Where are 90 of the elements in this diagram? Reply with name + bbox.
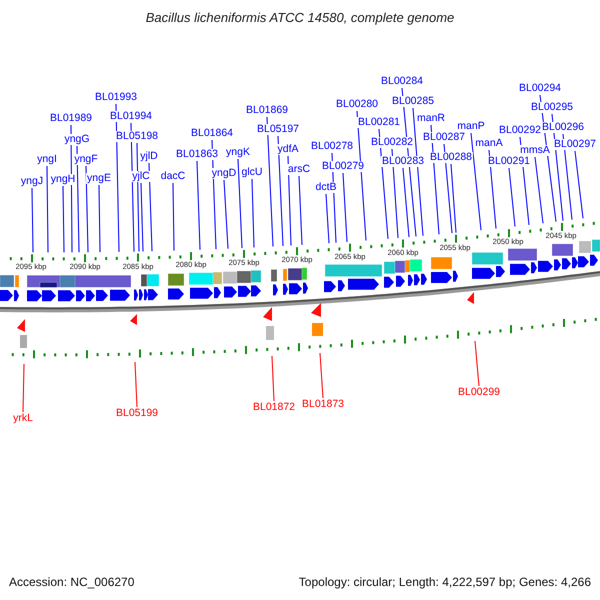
gene-label: BL01864	[190, 128, 234, 138]
leader-line	[562, 134, 572, 220]
leader-line	[252, 178, 254, 248]
leader-line	[46, 166, 48, 253]
gene-label: yngK	[225, 147, 251, 158]
gene-label: BL00294	[518, 83, 562, 94]
gene-label: BL05198	[114, 131, 160, 142]
gene-label: BL01863	[174, 149, 220, 160]
leader-line	[98, 184, 100, 253]
leader-line	[238, 158, 242, 249]
gene-label: BL05199	[114, 408, 160, 418]
gene-label: BL00284	[380, 76, 424, 86]
gene-label: glcU	[240, 167, 264, 178]
leader-line	[272, 356, 274, 402]
genome-summary-text: Topology: circular; Length: 4,222,597 bp; Genes: 4,266	[298, 576, 591, 588]
leader-line	[474, 340, 480, 386]
leader-line	[392, 148, 398, 238]
leader-line	[172, 182, 174, 252]
gene-label: manP	[456, 121, 486, 132]
leader-line	[76, 146, 80, 253]
leader-line	[332, 152, 336, 244]
leader-line	[22, 364, 24, 412]
gene-label: yngE	[86, 173, 112, 184]
gene-label: BL01993	[94, 92, 138, 102]
gene-label: BL05197	[256, 124, 300, 134]
leader-line	[412, 108, 424, 236]
gene-label: yngG	[63, 134, 91, 144]
gene-label: BL00288	[428, 152, 474, 162]
leader-line	[288, 156, 292, 246]
gene-label: BL00279	[320, 161, 366, 172]
gene-label: manA	[474, 138, 504, 148]
gene-label: BL01873	[300, 399, 346, 410]
gene-label: dctB	[314, 182, 338, 192]
leader-line	[62, 186, 64, 253]
gene-label: BL01994	[108, 111, 154, 122]
gene-label: dacC	[160, 171, 186, 182]
title: Bacillus licheniformis ATCC 14580, complete genome	[144, 11, 456, 24]
gene-label: yngJ	[20, 176, 44, 186]
leader-line	[134, 362, 138, 408]
gene-label: yrkL	[12, 413, 34, 424]
gene-label: BL00278	[310, 141, 354, 152]
leader-line	[86, 166, 88, 253]
leader-line	[508, 168, 516, 227]
gene-label: yngH	[50, 174, 76, 184]
gene-label: BL00297	[552, 139, 598, 150]
gene-label: BL00281	[356, 117, 402, 128]
leader-line	[224, 180, 228, 250]
gene-label: BL00285	[390, 96, 436, 106]
gene-label: BL01872	[252, 402, 296, 412]
leader-line	[444, 144, 452, 234]
leader-line	[402, 168, 410, 238]
gene-label: arsC	[286, 164, 312, 174]
leader-line	[488, 150, 496, 230]
gene-label: BL01869	[244, 105, 290, 116]
leader-line	[32, 188, 34, 253]
leader-line	[320, 352, 324, 398]
accession-text: Accession: NC_006270	[9, 576, 134, 588]
gene-label: BL00292	[498, 125, 542, 136]
gene-label: BL00282	[370, 137, 414, 148]
leader-line	[450, 164, 456, 234]
leader-line	[140, 182, 144, 252]
gene-label: yjlC	[131, 171, 151, 182]
leader-line	[342, 172, 348, 242]
gene-label: ydfA	[276, 144, 300, 154]
gene-label: BL00296	[540, 122, 586, 132]
gene-label: yjlD	[139, 151, 159, 162]
gene-label: BL00291	[486, 156, 532, 166]
gene-label: yngF	[73, 154, 99, 164]
gene-label: yngD	[210, 168, 238, 178]
gene-label: BL01989	[48, 113, 94, 124]
gene-label: BL00295	[530, 102, 574, 112]
leader-line	[136, 142, 140, 252]
gene-label: BL00283	[380, 156, 426, 166]
gene-label: yngI	[36, 154, 58, 164]
gene-label: BL00299	[456, 387, 502, 398]
leader-line	[266, 116, 274, 248]
gene-label: manR	[416, 113, 446, 124]
leader-line	[130, 122, 134, 252]
leader-line	[148, 162, 152, 252]
leader-line	[534, 156, 544, 224]
leader-line	[470, 132, 482, 231]
leader-line	[574, 150, 584, 219]
gene-label: BL00280	[334, 99, 380, 110]
gene-label: BL00287	[422, 132, 466, 142]
gene-label: mmsA	[519, 145, 551, 156]
leader-line	[278, 136, 284, 246]
leader-line	[196, 160, 200, 250]
leader-line	[298, 176, 302, 246]
leader-line	[326, 194, 330, 244]
leader-line	[116, 104, 120, 252]
